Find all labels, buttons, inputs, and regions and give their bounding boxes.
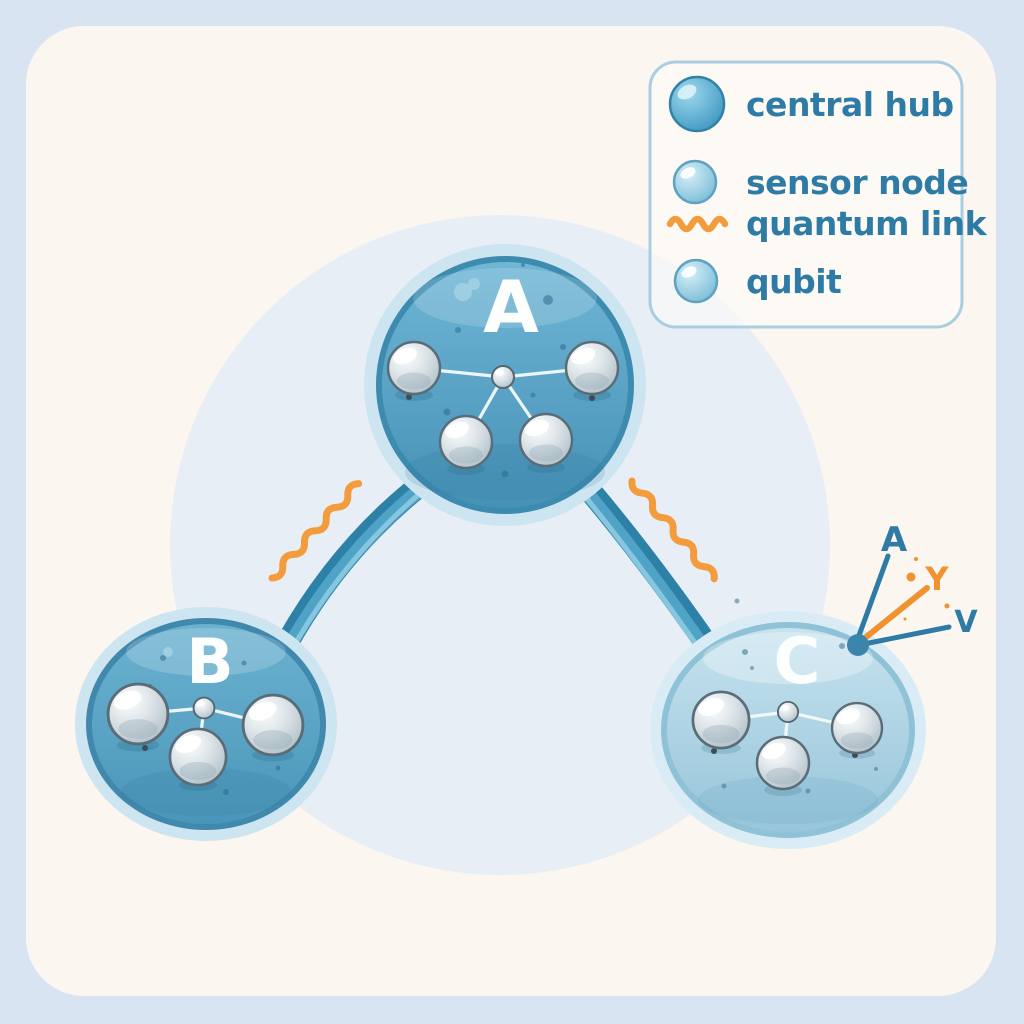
legend-label-central-hub: central hub [746,85,954,124]
central-hub-icon [668,75,726,133]
quantum-links [268,477,718,583]
legend-item-sensor-node: sensor node [672,159,969,205]
qubit-junction [491,365,515,389]
qubit [755,735,811,791]
qubit-nub [589,395,595,401]
quantum-link-a-b [268,480,363,582]
qubit-nub [406,394,412,400]
legend: central hub sensor node quantum link qub… [648,60,988,329]
node-c-sheen [703,632,873,684]
legend-label-quantum-link: quantum link [746,204,988,243]
qubit [386,340,442,396]
node-sensor-c: C [650,598,926,849]
legend-label-sensor-node: sensor node [746,163,968,202]
legend-item-qubit: qubit [673,258,843,304]
node-a-light-spots [454,278,480,301]
qubit [830,701,884,755]
node-central-hub-a: A [364,244,646,526]
node-c-shade [698,776,878,824]
legend-item-central-hub: central hub [668,75,954,133]
connectors [274,471,720,658]
qubit [168,727,228,787]
ray-v [861,624,952,647]
node-c-body [667,628,909,832]
qubit [691,690,751,750]
qubit [241,693,305,757]
sensor-node-icon [672,159,718,205]
qubit [438,414,494,470]
legend-item-quantum-link: quantum link [666,204,988,243]
quantum-link-icon [666,215,729,233]
legend-label-qubit: qubit [746,262,842,301]
connector-a-b [274,471,435,657]
qubit [518,412,574,468]
node-b-speckles [148,655,281,795]
node-a-sheen [413,268,597,328]
qubit-nub [711,748,717,754]
qubit-junction [776,700,800,724]
qubit-nub [142,745,148,751]
ray-y [857,585,930,645]
ray-a [854,553,891,644]
node-b-shade [121,768,291,816]
ray-anchor-dot [847,634,869,656]
ray-label-v: V [954,605,978,640]
node-sensor-b: B [75,607,337,841]
node-b-label: B [186,625,233,698]
node-c-label: C [774,625,821,699]
ray-label-y: Y [924,560,949,598]
legend-box [648,60,964,329]
connector-a-c [574,474,720,658]
qubit [564,340,620,396]
node-b-body [92,624,320,824]
node-a-label: A [483,265,539,349]
node-c-speckles [721,598,878,794]
qubit [106,682,170,746]
annotation-rays: A Y V [847,520,978,656]
qubit-junction [192,696,216,720]
ray-label-a: A [881,520,908,560]
qubit-icon [673,258,719,304]
quantum-link-a-c [628,477,718,583]
annotation-orange-speckles [903,557,950,621]
node-a-speckles [443,263,566,478]
node-b-light-spot [163,647,173,657]
